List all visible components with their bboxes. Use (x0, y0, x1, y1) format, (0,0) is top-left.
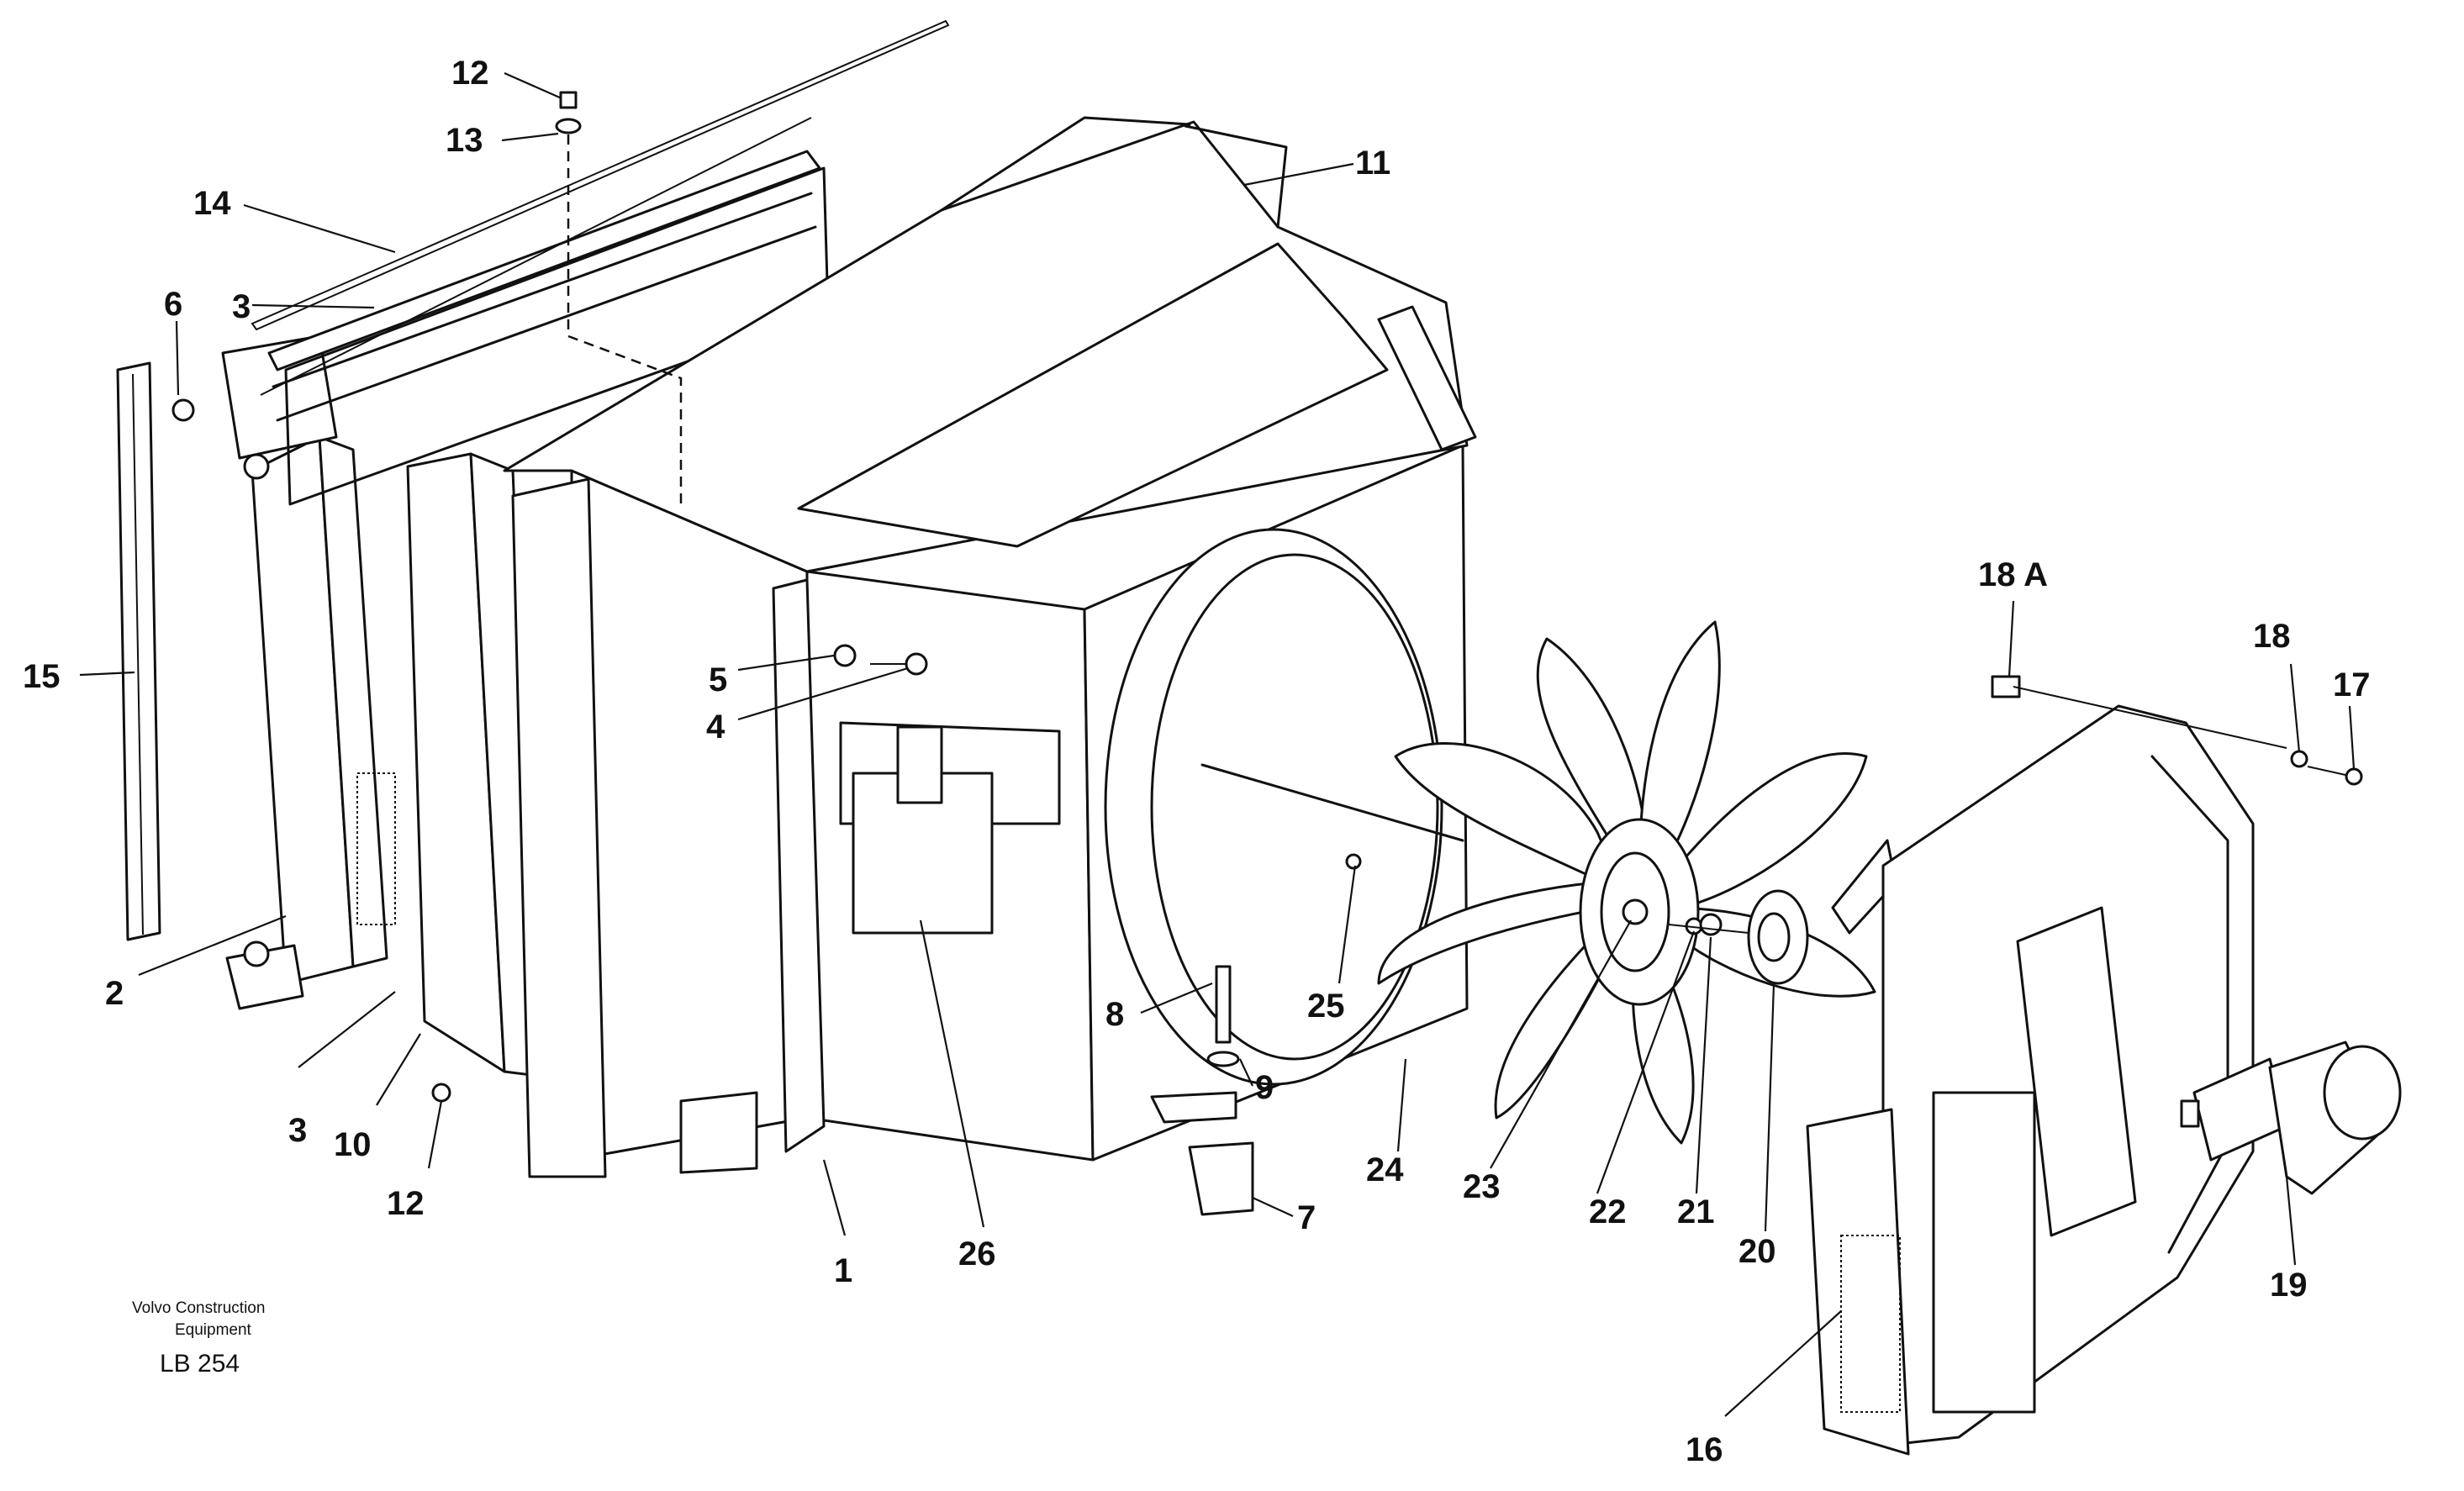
radiator-core-2 (221, 335, 396, 1010)
callout-26: 26 (958, 1235, 996, 1272)
brand-line-1: Volvo Construction (132, 1299, 265, 1317)
callout-15: 15 (23, 658, 61, 695)
callout-18: 18 (2253, 618, 2291, 655)
callout-3-bottom: 3 (288, 1112, 307, 1149)
callout-labels: 12 13 14 3 6 15 2 3 10 12 11 5 4 1 26 8 … (23, 55, 2371, 1468)
callout-19: 19 (2270, 1267, 2308, 1304)
callout-21: 21 (1677, 1193, 1715, 1230)
fan-24 (1377, 620, 1876, 1145)
callout-24: 24 (1366, 1151, 1404, 1188)
publisher-footer: Volvo Construction Equipment LB 254 (132, 1299, 265, 1378)
callout-1: 1 (834, 1252, 852, 1289)
callout-2: 2 (105, 975, 124, 1012)
callout-18a: 18 A (1978, 556, 2048, 593)
callout-12-bottom: 12 (387, 1185, 425, 1222)
callout-20: 20 (1739, 1233, 1776, 1270)
shroud-housing-1 (511, 435, 1469, 1178)
top-cover-11 (503, 116, 1477, 573)
side-panel-10 (406, 452, 540, 1077)
brand-line-2: Equipment (175, 1321, 252, 1339)
callout-9: 9 (1255, 1069, 1274, 1106)
hydraulic-motor-19 (2180, 1041, 2402, 1195)
callout-5: 5 (709, 661, 727, 698)
callout-6: 6 (164, 286, 182, 323)
callout-12-top: 12 (451, 55, 489, 92)
callout-11: 11 (1355, 145, 1390, 182)
callout-17: 17 (2333, 666, 2371, 703)
callout-25: 25 (1307, 988, 1345, 1025)
leader-lines (79, 71, 2356, 1417)
callout-8: 8 (1105, 996, 1124, 1033)
callout-10: 10 (334, 1126, 372, 1163)
fan-guard-16 (1806, 704, 2255, 1456)
figure-code: LB 254 (160, 1350, 240, 1378)
callout-7: 7 (1297, 1199, 1316, 1236)
callout-3-top: 3 (232, 288, 251, 325)
rubber-strip-15 (116, 361, 161, 941)
fan-hub-parts-20-23 (1668, 889, 1809, 985)
callout-13: 13 (446, 122, 483, 159)
callout-16: 16 (1686, 1431, 1723, 1468)
callout-23: 23 (1463, 1168, 1501, 1205)
callout-22: 22 (1589, 1193, 1627, 1230)
radiator-top-strips-3-14 (251, 19, 950, 506)
callout-4: 4 (706, 709, 725, 746)
small-hardware (171, 91, 2363, 1216)
callout-14: 14 (193, 185, 231, 222)
